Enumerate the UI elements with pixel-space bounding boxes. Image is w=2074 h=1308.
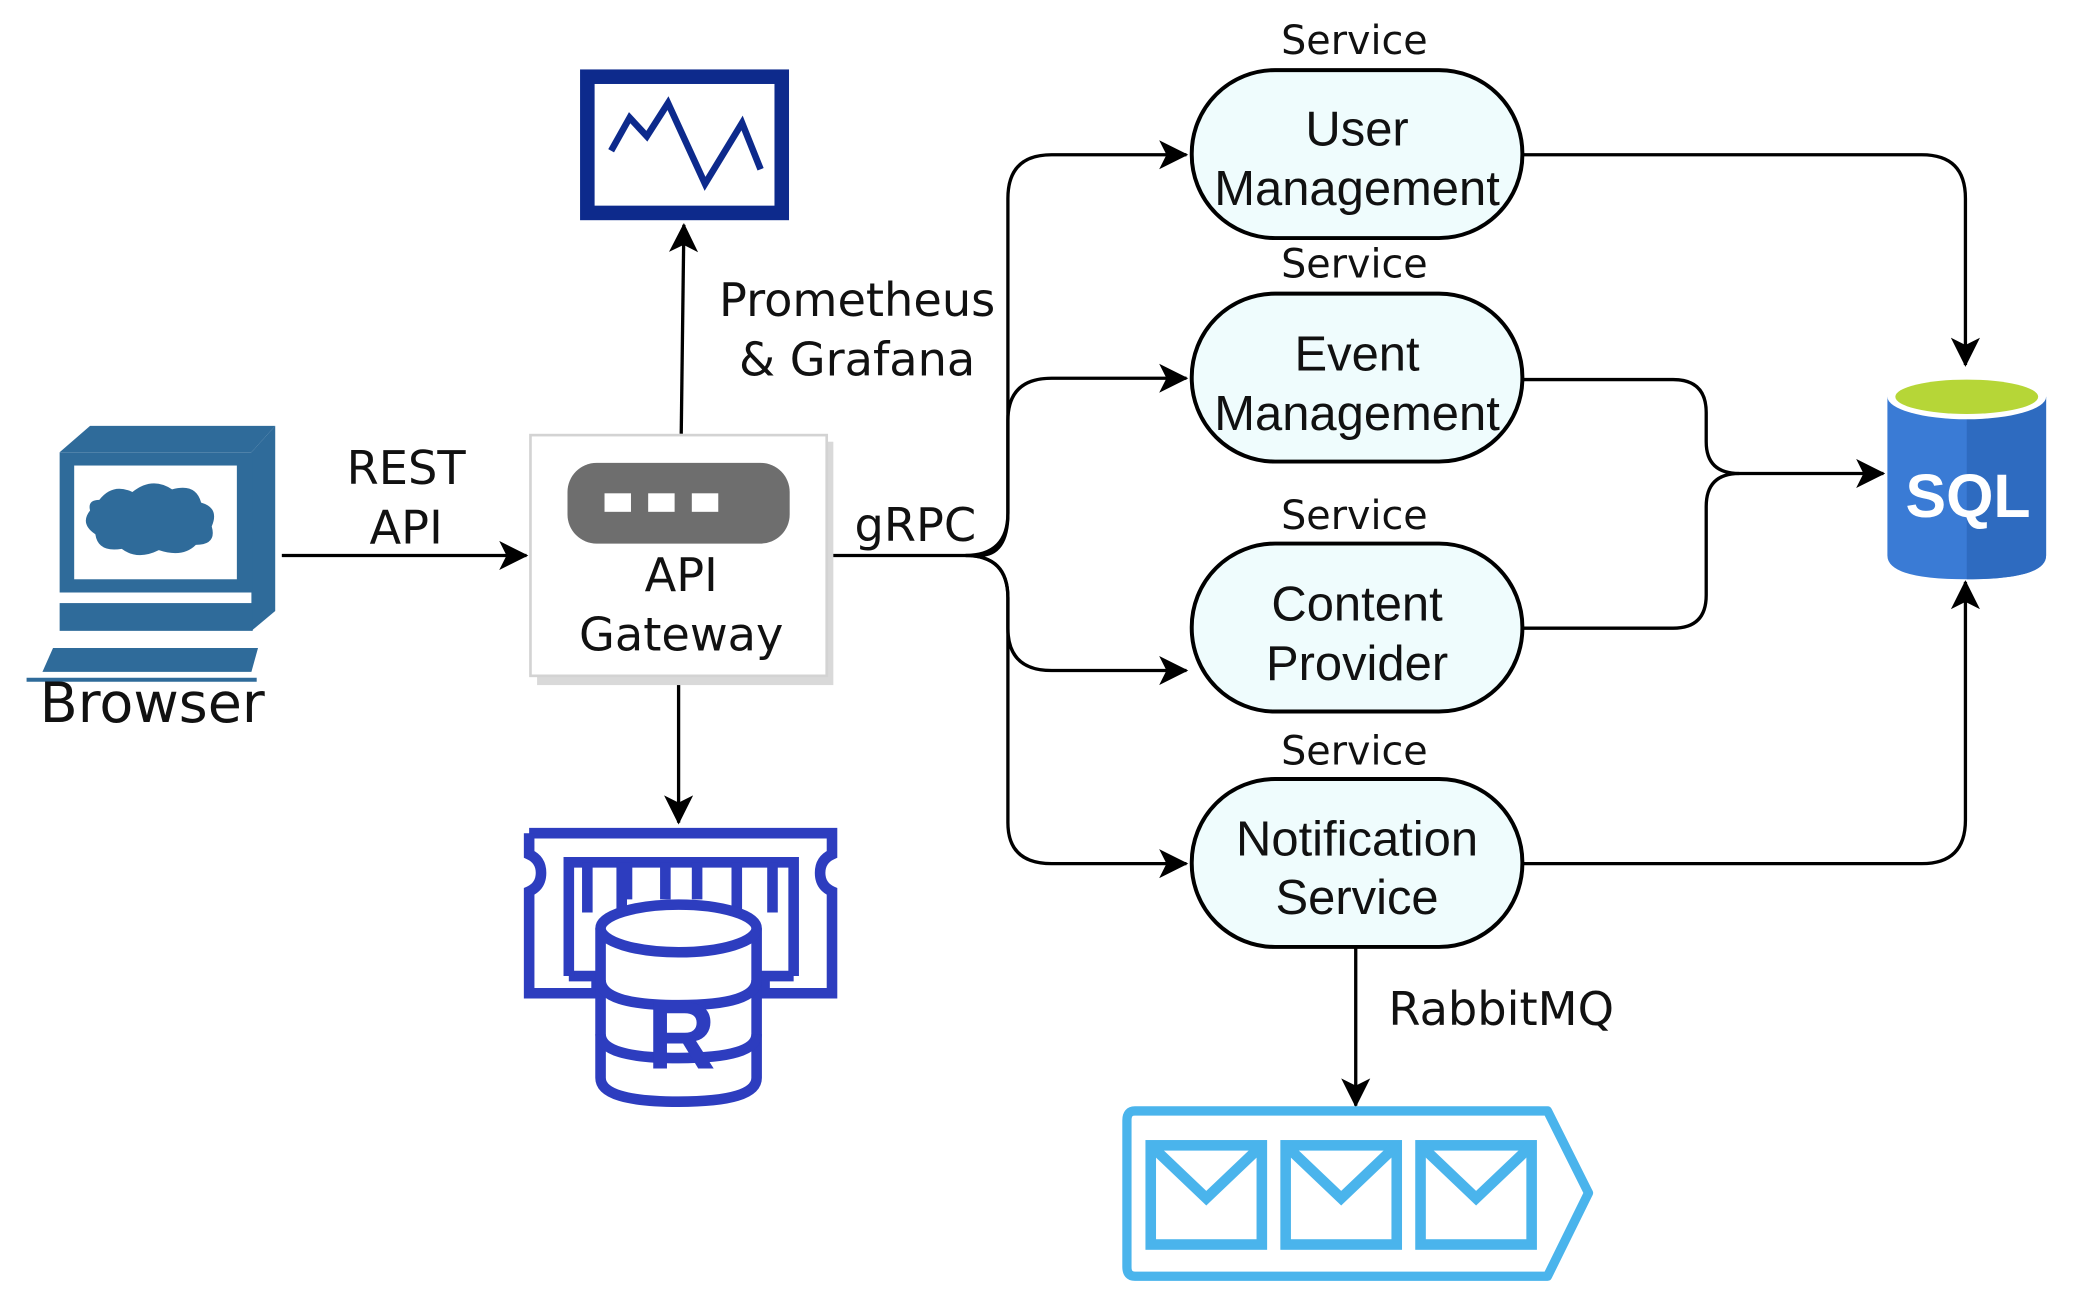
- api-gateway-node[interactable]: API Gateway: [529, 433, 834, 686]
- service-event-management[interactable]: Service Event Management: [1189, 242, 1525, 464]
- service-name-line1: Content: [1271, 577, 1443, 631]
- service-name-line1: Event: [1295, 327, 1421, 381]
- monitoring-chart-icon: [580, 69, 790, 221]
- service-name-line1: User: [1305, 102, 1408, 156]
- service-name-line2: Provider: [1266, 637, 1448, 691]
- service-content-provider[interactable]: Service Content Provider: [1189, 493, 1525, 714]
- service-notification-service[interactable]: Service Notification Service: [1189, 728, 1525, 949]
- service-name-line2: Management: [1214, 162, 1500, 216]
- gateway-label-line2: Gateway: [579, 608, 783, 662]
- message-queue-icon: [1122, 1106, 1594, 1281]
- gateway-label-line1: API: [645, 548, 718, 602]
- prometheus-label-line2: & Grafana: [739, 333, 975, 387]
- rest-api-label-line1: REST: [347, 441, 467, 495]
- service-name-line2: Service: [1275, 871, 1438, 925]
- edge-notification-service-to-sql: [1521, 580, 1980, 866]
- service-name-line1: Notification: [1236, 813, 1478, 867]
- rabbitmq-label: RabbitMQ: [1388, 982, 1614, 1036]
- edge-event-management-to-sql: [1521, 377, 1886, 489]
- redis-cache-icon: [523, 827, 838, 1107]
- sql-database-icon: [1887, 374, 2047, 580]
- edge-content-provider-to-sql: [1521, 471, 1740, 630]
- edge-gateway-to-monitoring: [668, 223, 699, 434]
- redis-letter: R: [647, 984, 716, 1090]
- edge-gateway-to-user-management: [826, 140, 1189, 558]
- edge-gateway-to-notification-service: [965, 553, 1189, 879]
- gateway-icon: [567, 462, 790, 544]
- service-caption: Service: [1281, 242, 1428, 288]
- prometheus-label-line1: Prometheus: [719, 273, 995, 327]
- sql-label: SQL: [1906, 462, 2031, 530]
- edge-gateway-to-content-provider: [965, 553, 1189, 686]
- service-caption: Service: [1281, 728, 1428, 774]
- grpc-label: gRPC: [854, 498, 976, 552]
- service-user-management[interactable]: Service User Management: [1189, 18, 1525, 241]
- service-caption: Service: [1281, 493, 1428, 539]
- service-name-line2: Management: [1214, 387, 1500, 441]
- rest-api-label-line2: API: [370, 501, 443, 555]
- connectors: [281, 140, 1980, 1108]
- service-caption: Service: [1281, 18, 1428, 64]
- edge-user-management-to-sql: [1521, 153, 1980, 367]
- desktop-computer-icon: [26, 425, 276, 682]
- browser-label: Browser: [40, 671, 265, 736]
- edge-gateway-to-event-management: [978, 363, 1189, 558]
